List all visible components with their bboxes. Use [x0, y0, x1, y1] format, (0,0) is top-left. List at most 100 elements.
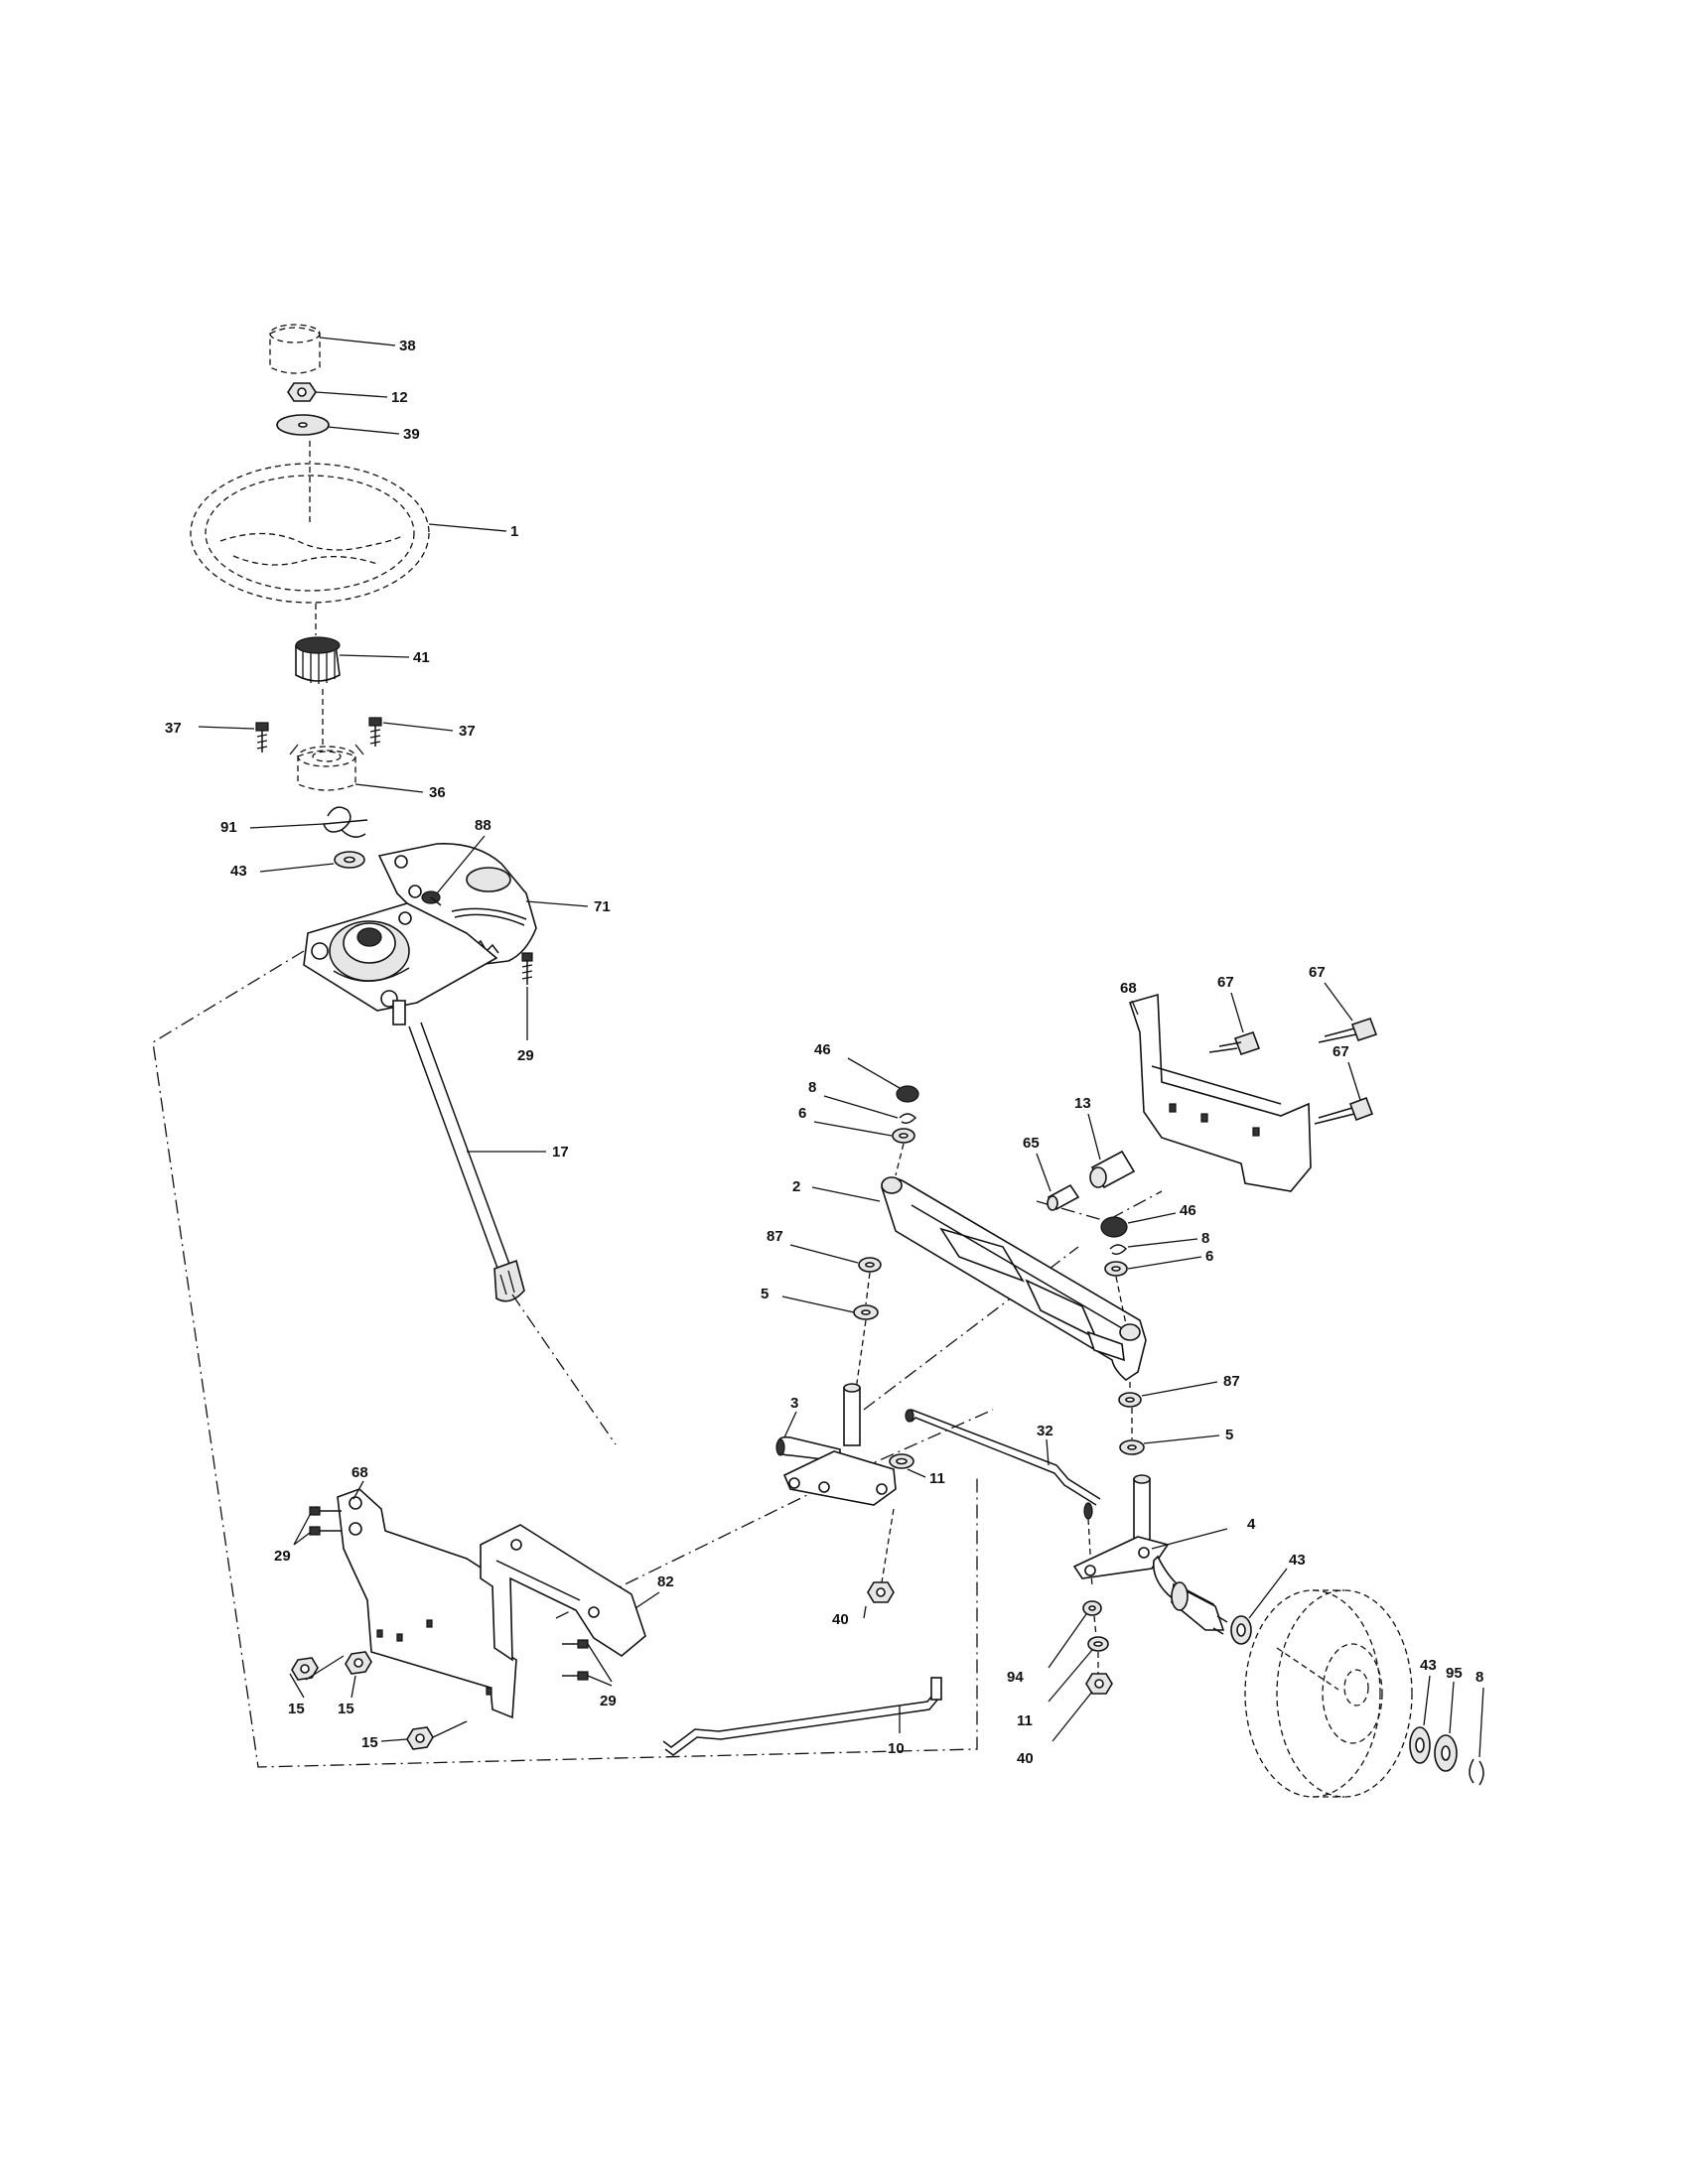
nut-part-12 [287, 382, 317, 402]
front-axle-part-2 [881, 1176, 1147, 1381]
spindle-part-3-left [775, 1383, 897, 1506]
spindle-part-4-right [1072, 1474, 1228, 1635]
callout-5-left: 5 [761, 1286, 769, 1302]
callout-67-c: 67 [1333, 1043, 1349, 1060]
bracket-part-82 [480, 1524, 646, 1662]
washer-part-6-right [1104, 1261, 1128, 1277]
callout-6-left: 6 [798, 1105, 806, 1122]
callout-5-right: 5 [1225, 1427, 1233, 1443]
bolts-part-29-right [562, 1639, 589, 1681]
callout-67-b: 67 [1309, 964, 1326, 981]
cap-part-46-left [896, 1085, 919, 1103]
clip-part-8-left [899, 1113, 917, 1125]
washer-part-6-left [892, 1128, 915, 1144]
washer-part-43-wheel [1409, 1726, 1431, 1764]
callout-15-b: 15 [338, 1701, 354, 1717]
callout-29-right: 29 [600, 1693, 617, 1709]
nut-part-40-right [1085, 1673, 1113, 1695]
screw-part-37-left [255, 722, 269, 752]
callout-37-left: 37 [165, 720, 182, 737]
assembly-reference-lines [152, 950, 1163, 1768]
bolt-part-67-a [1208, 1030, 1261, 1056]
callout-91: 91 [220, 819, 237, 836]
callout-11-left: 11 [929, 1470, 945, 1487]
bolt-part-67-b [1318, 1017, 1378, 1043]
callout-4: 4 [1247, 1516, 1256, 1533]
shoulder-bolt-part-88 [421, 890, 442, 906]
bolt-part-29-gear [521, 952, 533, 985]
callout-65: 65 [1023, 1135, 1040, 1152]
bolt-part-67-c [1314, 1096, 1374, 1125]
nut-part-15-a [291, 1657, 319, 1681]
callout-39: 39 [403, 426, 420, 443]
spacer-part-13 [1089, 1150, 1136, 1189]
callout-88: 88 [475, 817, 491, 834]
callout-11-right: 11 [1017, 1712, 1033, 1729]
callout-71: 71 [594, 898, 611, 915]
washer-part-11-left [889, 1453, 914, 1469]
callout-68-lower: 68 [351, 1464, 368, 1481]
callout-87-left: 87 [767, 1228, 783, 1245]
callout-67-a: 67 [1217, 974, 1234, 991]
cap-part-38 [269, 324, 321, 374]
callout-87-right: 87 [1223, 1373, 1240, 1390]
callout-6-right: 6 [1205, 1248, 1213, 1265]
callout-10: 10 [888, 1740, 905, 1757]
steering-shaft-part-17 [408, 1022, 525, 1302]
callout-41: 41 [413, 649, 430, 666]
clip-part-8-right [1109, 1244, 1128, 1256]
nut-part-15-b [345, 1651, 372, 1675]
hairpin-clip-part-91 [322, 806, 368, 838]
washer-part-95 [1434, 1734, 1458, 1772]
callout-8-right: 8 [1201, 1230, 1209, 1247]
callout-43-wheel: 43 [1420, 1657, 1437, 1674]
callout-15-c: 15 [361, 1734, 378, 1751]
callout-46-left: 46 [814, 1041, 831, 1058]
callout-2: 2 [792, 1178, 800, 1195]
screw-part-37-right [368, 717, 382, 747]
callout-8-wheel: 8 [1475, 1669, 1483, 1686]
washer-part-43-upper [334, 851, 365, 869]
callout-17: 17 [552, 1144, 569, 1160]
nut-part-40-left [867, 1581, 895, 1603]
callout-3: 3 [790, 1395, 798, 1412]
callout-12: 12 [391, 389, 408, 406]
callout-37-right: 37 [459, 723, 476, 740]
callout-82: 82 [657, 1573, 674, 1590]
bushing-part-36 [289, 744, 364, 791]
callout-29-gear: 29 [517, 1047, 534, 1064]
callout-43-upper: 43 [230, 863, 247, 880]
callout-13: 13 [1074, 1095, 1091, 1112]
washer-part-43-axle [1230, 1615, 1252, 1645]
callout-32: 32 [1037, 1423, 1053, 1439]
callout-1: 1 [510, 523, 518, 540]
washer-part-5-left [853, 1304, 879, 1320]
washer-part-5-right [1119, 1439, 1145, 1455]
clip-part-8-wheel [1469, 1758, 1484, 1786]
callout-43-axle: 43 [1289, 1552, 1306, 1569]
callout-15-a: 15 [288, 1701, 305, 1717]
callout-68-upper: 68 [1120, 980, 1137, 997]
bolts-part-29-left [309, 1506, 342, 1536]
steering-wheel-part-1 [190, 463, 430, 604]
cap-part-46-right [1100, 1216, 1128, 1238]
axle-bracket-part-68-upper [1128, 993, 1312, 1192]
washer-part-39 [276, 414, 330, 436]
bushing-part-87-left [858, 1257, 882, 1273]
callout-94: 94 [1007, 1669, 1024, 1686]
bushing-part-87-right [1118, 1392, 1142, 1408]
washer-part-11-right [1087, 1636, 1109, 1652]
callout-95: 95 [1446, 1665, 1463, 1682]
adapter-part-41 [295, 636, 341, 684]
callout-8-left: 8 [808, 1079, 816, 1096]
washer-part-94 [1082, 1600, 1102, 1616]
mounting-bracket-part-68-lower [337, 1488, 517, 1719]
drag-link-part-32 [905, 1409, 1101, 1520]
pin-part-65 [1047, 1183, 1080, 1211]
callout-40-right: 40 [1017, 1750, 1034, 1767]
front-wheel [1244, 1589, 1413, 1798]
callout-40-left: 40 [832, 1611, 849, 1628]
callout-38: 38 [399, 338, 416, 354]
tie-rod-part-10 [662, 1677, 942, 1756]
